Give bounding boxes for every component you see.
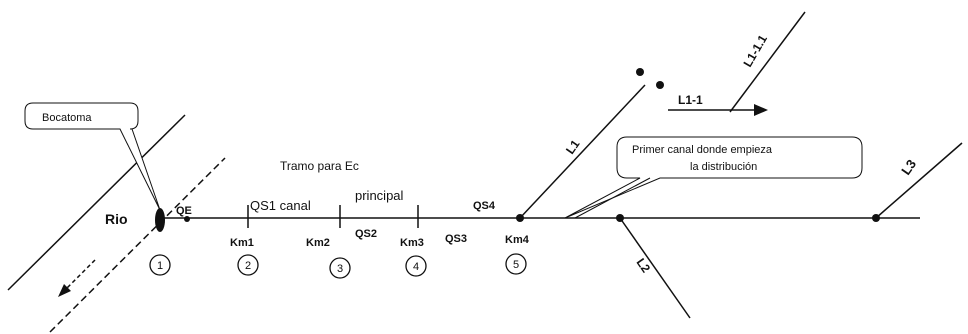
l1-1-label: L1-1 (678, 93, 703, 107)
river-bank-left (7, 114, 186, 291)
node-number-5: 5 (513, 259, 519, 271)
qs3-label: QS3 (445, 233, 467, 245)
qs2-label: QS2 (355, 228, 377, 240)
branch-l1 (519, 84, 646, 219)
callout-text-line2: la distribución (690, 161, 757, 173)
branch-l3 (875, 142, 963, 219)
l1-1-arrowhead (754, 104, 768, 116)
bocatoma-label: Bocatoma (42, 112, 92, 124)
node-number-2: 2 (245, 260, 251, 272)
node-number-3: 3 (337, 263, 343, 275)
node-circle-1 (149, 254, 171, 276)
node-circle-2 (237, 254, 259, 276)
river-flow-arrow (64, 259, 96, 291)
km1-label: Km1 (230, 237, 254, 249)
node-number-1: 1 (157, 260, 163, 272)
tramo-label: Tramo para Ec (280, 159, 359, 173)
l1-node-lower (656, 81, 664, 89)
principal-label: principal (355, 188, 404, 203)
qs1-canal-label: QS1 canal (250, 198, 311, 213)
km4-label: Km4 (505, 234, 530, 246)
l2-label: L2 (634, 256, 654, 276)
node-circle-3 (329, 257, 351, 279)
km2-label: Km2 (306, 237, 330, 249)
river-bank-right (49, 157, 226, 333)
qs4-label: QS4 (473, 200, 496, 212)
callout-pointer-2 (574, 177, 651, 219)
river-flow-arrowhead (58, 284, 71, 297)
branch-l1-1-1 (729, 11, 806, 113)
intake-node (155, 208, 165, 232)
km3-label: Km3 (400, 237, 424, 249)
node-number-4: 4 (413, 261, 419, 273)
callout-text-line1: Primer canal donde empieza (632, 144, 773, 156)
rio-label: Rio (105, 211, 128, 227)
node-circle-4 (405, 255, 427, 277)
l1-node-upper (636, 68, 644, 76)
l3-label: L3 (898, 157, 919, 178)
node-circle-5 (505, 253, 527, 275)
bocatoma-callout (24, 102, 161, 211)
branch-l2 (619, 217, 691, 319)
qe-label: QE (176, 205, 192, 217)
